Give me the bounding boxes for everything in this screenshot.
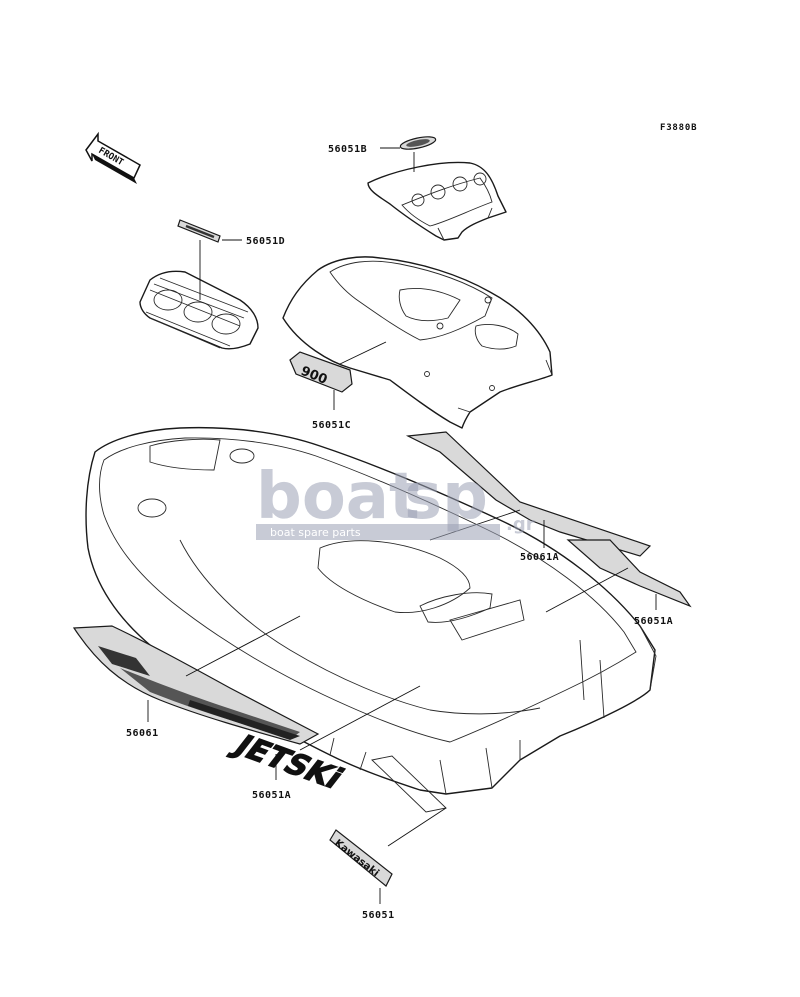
decal-56051C: 900: [289, 351, 353, 393]
hull-deck: [85, 426, 657, 795]
callout-56051A-bottom: 56051A: [252, 790, 291, 801]
watermark-brand-accent: sp: [404, 460, 488, 534]
callout-56051B: 56051B: [328, 144, 367, 155]
callout-56051C: 56051C: [312, 420, 351, 431]
decal-kawasaki-text: Kawasaki: [332, 838, 381, 879]
watermark-brand-main: boat: [256, 460, 420, 534]
decal-placement-area: [371, 755, 447, 813]
callout-56061A: 56061A: [520, 552, 559, 563]
decal-56051D: [177, 219, 221, 243]
callout-56051: 56051: [362, 910, 395, 921]
decal-56051B: [399, 136, 437, 150]
watermark-domain: .gr: [506, 514, 535, 535]
watermark-tagline: boat spare parts: [270, 526, 361, 539]
decal-56051: Kawasaki: [329, 829, 393, 887]
decal-56061: [72, 625, 320, 745]
callout-56051D: 56051D: [246, 236, 285, 247]
instrument-cover: [367, 161, 507, 241]
figure-code: F3880B: [660, 123, 697, 133]
storage-lid: [139, 270, 259, 350]
callout-56061: 56061: [126, 728, 159, 739]
front-arrow-icon: FRONT: [85, 131, 141, 184]
handle-pole-cover: [282, 256, 553, 429]
callout-56051A-right: 56051A: [634, 616, 673, 627]
watermark-tagline-bar: [256, 524, 500, 540]
decal-56051A-right: [566, 539, 692, 608]
watermark: boat sp .gr boat spare parts: [256, 460, 535, 540]
